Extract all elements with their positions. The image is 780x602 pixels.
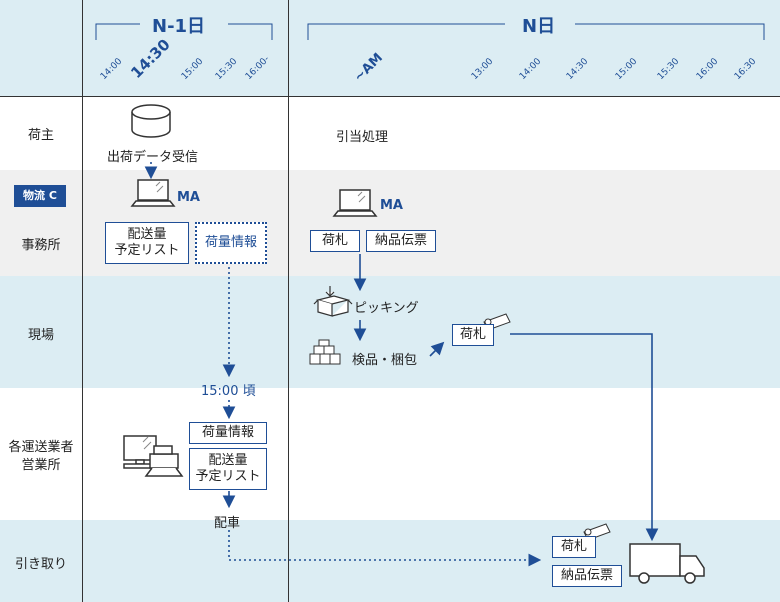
- header-n-label: N日: [522, 16, 556, 37]
- header-bottom-line: [0, 96, 780, 97]
- laptop-icon-1: [130, 179, 176, 207]
- delivery-slip-box: 納品伝票: [366, 230, 436, 252]
- pickup-slip-box: 納品伝票: [552, 565, 622, 587]
- laptop-icon-2: [332, 189, 378, 217]
- cargo-info-box: 荷量情報: [195, 222, 267, 264]
- ma-label-1: MA: [177, 190, 200, 205]
- divider-left: [82, 0, 83, 602]
- plan-list-line2: 予定リスト: [114, 243, 180, 258]
- row-label-shipper: 荷主: [27, 128, 54, 143]
- arrow-dispatch-to-pickup: [228, 530, 542, 567]
- arrow-tag-to-truck: [510, 333, 659, 542]
- header-n1-label: N-1日: [152, 16, 206, 37]
- carrier-plan-list-box: 配送量 予定リスト: [189, 448, 267, 490]
- truck-icon: [629, 543, 705, 584]
- carrier-plan-line1: 配送量: [208, 453, 248, 468]
- carrier-cargo-info-box: 荷量情報: [189, 422, 267, 444]
- row-label-carrier-1: 各運送業者: [8, 440, 74, 455]
- pickup-tag-box: 荷札: [552, 536, 596, 558]
- header-band: [0, 0, 780, 96]
- row-label-site: 現場: [27, 328, 54, 343]
- arrow-inspect-to-tag: [429, 341, 445, 357]
- divider-mid: [288, 0, 289, 602]
- picking-box-icon: [313, 286, 353, 317]
- plan-list-box: 配送量 予定リスト: [105, 222, 189, 264]
- dispatch-label: 配車: [214, 516, 241, 531]
- row-badge-office: 物流 C: [14, 185, 66, 207]
- carrier-plan-line2: 予定リスト: [195, 469, 261, 484]
- site-band: [0, 276, 780, 388]
- inspect-pack-label: 検品・梱包: [352, 353, 418, 368]
- shipper-band: [0, 97, 780, 170]
- computer-printer-icon: [123, 435, 184, 477]
- ma-label-2: MA: [380, 198, 403, 213]
- bracket-n: [307, 23, 765, 40]
- allocation-label: 引当処理: [336, 130, 389, 145]
- data-receive-label: 出荷データ受信: [107, 150, 199, 165]
- time-1500-label: 15:00 頃: [201, 384, 256, 399]
- boxes-stack-icon: [309, 339, 341, 365]
- plan-list-line1: 配送量: [127, 227, 167, 242]
- row-label-office: 事務所: [21, 238, 61, 253]
- picking-label: ピッキング: [354, 301, 419, 316]
- database-icon: [131, 104, 171, 138]
- row-label-carrier-2: 営業所: [21, 458, 61, 473]
- row-label-pickup: 引き取り: [14, 557, 67, 572]
- tag-box: 荷札: [310, 230, 360, 252]
- bracket-n1: [95, 23, 273, 40]
- site-tag-box: 荷札: [452, 324, 494, 346]
